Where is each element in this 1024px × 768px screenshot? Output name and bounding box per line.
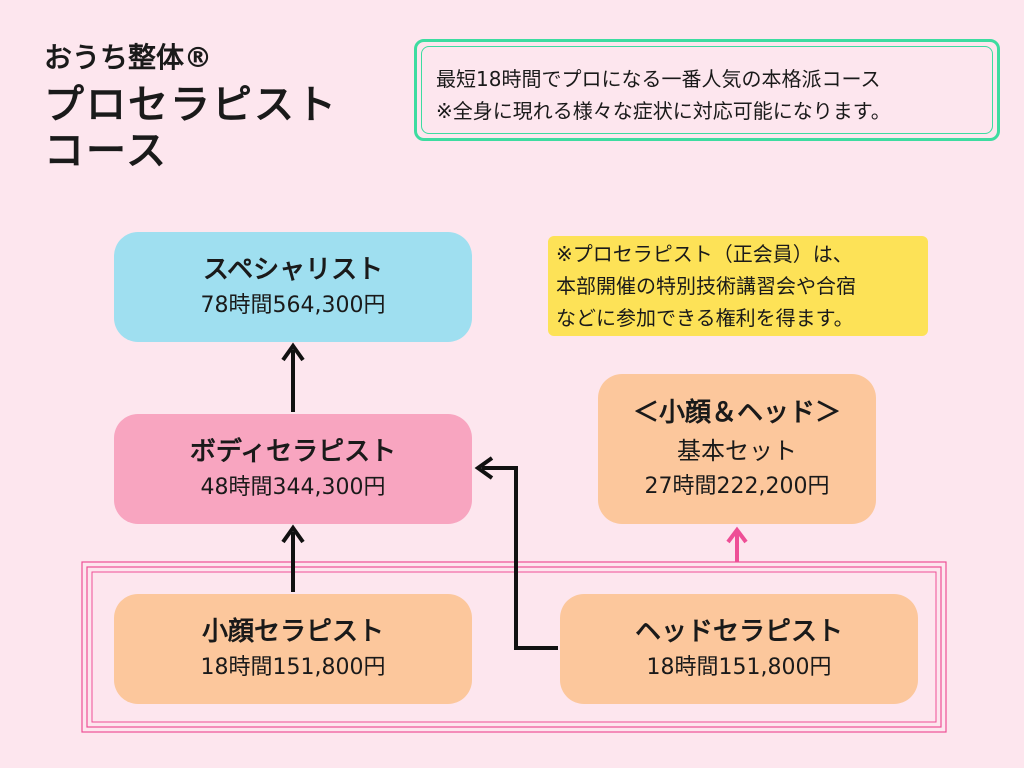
arrow-body-to-specialist bbox=[281, 342, 305, 412]
course-face-therapist: 小顔セラピスト 18時間151,800円 bbox=[114, 594, 472, 704]
note-line-2: 本部開催の特別技術講習会や合宿 bbox=[556, 274, 856, 298]
course-specialist: スペシャリスト 78時間564,300円 bbox=[114, 232, 472, 342]
title-line-2: コース bbox=[44, 128, 168, 174]
course-info-box: 最短18時間でプロになる一番人気の本格派コース ※全身に現れる様々な症状に対応可… bbox=[414, 39, 1000, 141]
course-info-inner: 最短18時間でプロになる一番人気の本格派コース ※全身に現れる様々な症状に対応可… bbox=[421, 46, 993, 134]
member-note: ※プロセラピスト（正会員）は、 本部開催の特別技術講習会や合宿 などに参加できる… bbox=[548, 236, 928, 336]
course-subtitle: 基本セット bbox=[677, 437, 797, 465]
note-line-3: などに参加できる権利を得ます。 bbox=[556, 306, 854, 330]
arrow-face-to-body bbox=[281, 524, 305, 592]
course-name: ヘッドセラピスト bbox=[634, 617, 843, 647]
course-detail: 18時間151,800円 bbox=[200, 655, 386, 680]
page-title: プロセラピスト コース bbox=[44, 82, 338, 174]
info-line-2: ※全身に現れる様々な症状に対応可能になります。 bbox=[436, 99, 891, 123]
arrow-group-to-set bbox=[726, 526, 748, 562]
title-line-1: プロセラピスト bbox=[44, 82, 338, 128]
course-detail: 18時間151,800円 bbox=[646, 655, 832, 680]
course-name: スペシャリスト bbox=[202, 255, 384, 285]
course-name: 小顔セラピスト bbox=[201, 617, 384, 647]
course-detail: 78時間564,300円 bbox=[200, 293, 386, 318]
course-name: ボディセラピスト bbox=[189, 437, 397, 467]
course-name: ＜小顔＆ヘッド＞ bbox=[632, 398, 841, 428]
arrow-head-to-body bbox=[474, 456, 558, 650]
course-head-therapist: ヘッドセラピスト 18時間151,800円 bbox=[560, 594, 918, 704]
course-body-therapist: ボディセラピスト 48時間344,300円 bbox=[114, 414, 472, 524]
info-line-1: 最短18時間でプロになる一番人気の本格派コース bbox=[436, 67, 881, 91]
note-line-1: ※プロセラピスト（正会員）は、 bbox=[556, 242, 853, 266]
course-detail: 48時間344,300円 bbox=[200, 475, 386, 500]
course-detail: 27時間222,200円 bbox=[644, 474, 830, 499]
brand-name: おうち整体® bbox=[44, 41, 213, 74]
course-face-head-set: ＜小顔＆ヘッド＞ 基本セット 27時間222,200円 bbox=[598, 374, 876, 524]
